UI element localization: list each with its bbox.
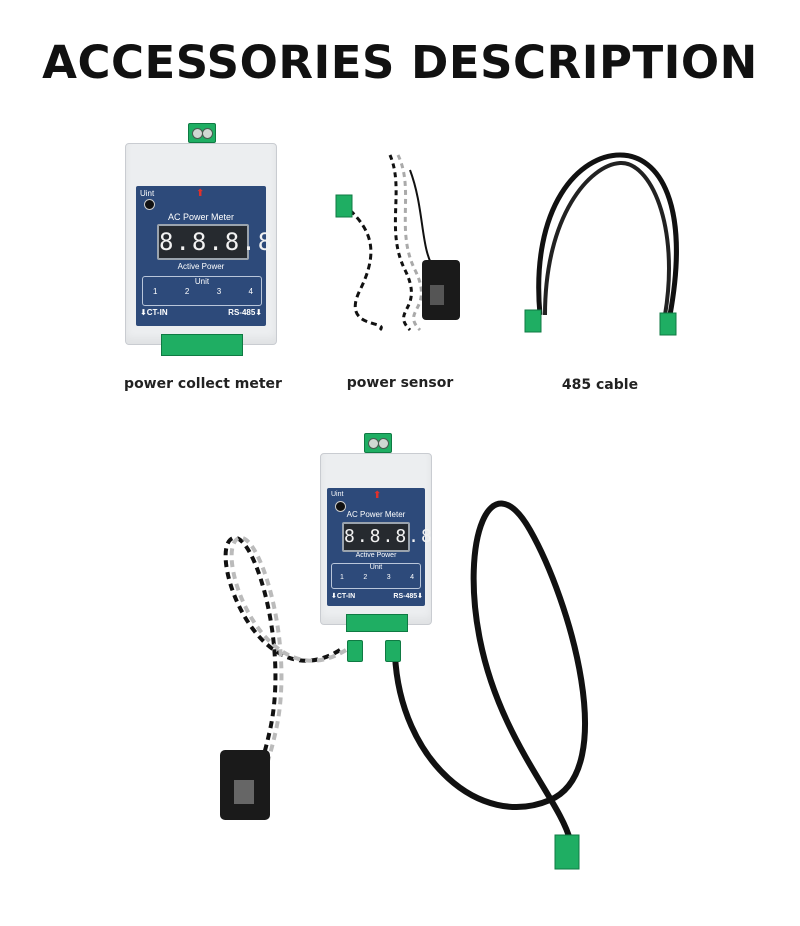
meter-display: 8.8.8.8 xyxy=(342,522,432,552)
unit-number: 4 xyxy=(410,574,414,581)
meter-display: 8.8.8.8 xyxy=(157,224,272,260)
caption-power-collect-meter: power collect meter xyxy=(124,376,282,392)
unit-numbers: 1 2 3 4 xyxy=(340,574,414,581)
uint-button-icon xyxy=(335,501,346,512)
bottom-terminal-block xyxy=(346,614,408,632)
arrow-up-icon: ⬆ xyxy=(196,188,205,199)
unit-number: 2 xyxy=(184,287,190,296)
arrow-down-icon: ⬇ xyxy=(255,308,262,317)
uint-label: Uint xyxy=(331,491,344,498)
power-sensor-image xyxy=(335,154,460,332)
rs485-plug xyxy=(385,640,401,662)
arrow-down-icon: ⬇ xyxy=(140,308,147,317)
active-power-label: Active Power xyxy=(177,262,225,271)
top-terminal-connector xyxy=(188,123,216,143)
port-labels: ⬇CT-IN RS-485⬇ xyxy=(331,592,423,600)
bottom-terminal-block xyxy=(161,334,243,356)
meter-front-panel: Uint ⬆ AC Power Meter 8.8.8.8 Active Pow… xyxy=(136,186,272,326)
arrow-up-icon: ⬆ xyxy=(373,490,382,501)
caption-485-cable: 485 cable xyxy=(561,377,639,393)
rs485-cable-image xyxy=(524,152,679,336)
unit-label: Unit xyxy=(369,564,383,571)
ct-in-label: ⬇CT-IN xyxy=(331,593,356,600)
unit-number: 1 xyxy=(153,287,158,296)
uint-label: Uint xyxy=(140,189,155,198)
page-title: ACCESSORIES DESCRIPTION xyxy=(42,36,758,89)
active-power-label: Active Power xyxy=(355,552,397,559)
arrow-down-icon: ⬇ xyxy=(331,593,337,600)
top-terminal-connector xyxy=(364,433,392,453)
rs485-label: RS-485⬇ xyxy=(393,593,423,600)
unit-numbers: 1 2 3 4 xyxy=(153,287,253,296)
meter-panel-title: AC Power Meter xyxy=(346,510,406,519)
caption-power-sensor: power sensor xyxy=(346,375,454,391)
arrow-down-icon: ⬇ xyxy=(417,593,423,600)
assembled-set-wires xyxy=(220,500,589,870)
rs485-label: RS-485⬇ xyxy=(228,308,262,317)
unit-number: 4 xyxy=(248,287,253,296)
meter-housing: Uint ⬆ AC Power Meter 8.8.8.8 Active Pow… xyxy=(125,143,277,356)
uint-button-icon xyxy=(144,199,155,210)
assembled-meter-image: Uint ⬆ AC Power Meter 8.8.8.8 Active Pow… xyxy=(320,433,470,633)
meter-front-panel: Uint ⬆ AC Power Meter 8.8.8.8 Active Pow… xyxy=(327,488,432,606)
ct-in-plug xyxy=(347,640,363,662)
meter-panel-title: AC Power Meter xyxy=(167,212,235,222)
ct-in-label: ⬇CT-IN xyxy=(140,308,168,317)
unit-label: Unit xyxy=(194,277,210,286)
meter-product-image: Uint ⬆ AC Power Meter 8.8.8.8 Active Pow… xyxy=(125,123,277,356)
unit-number: 1 xyxy=(340,574,344,581)
unit-number: 2 xyxy=(363,574,368,581)
meter-housing: Uint ⬆ AC Power Meter 8.8.8.8 Active Pow… xyxy=(320,453,432,632)
unit-box: Unit 1 2 3 4 xyxy=(142,276,262,306)
unit-number: 3 xyxy=(386,574,391,581)
unit-number: 3 xyxy=(216,287,222,296)
port-labels: ⬇CT-IN RS-485⬇ xyxy=(140,308,262,317)
unit-box: Unit 1 2 3 4 xyxy=(331,563,421,589)
